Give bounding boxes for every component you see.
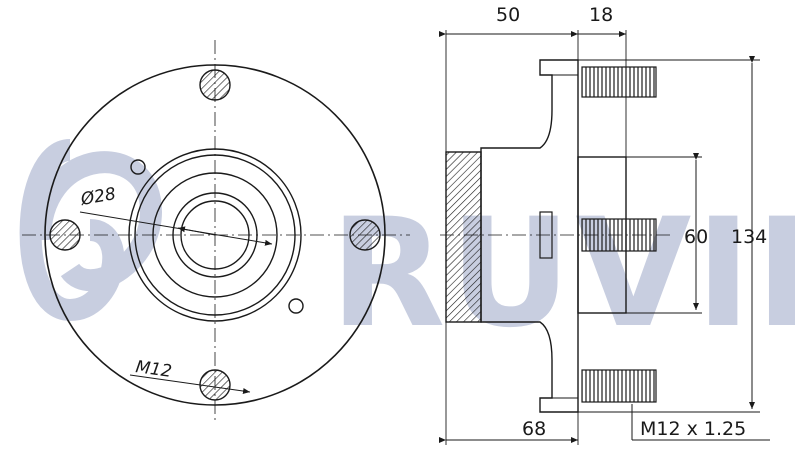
stud-hole-bottom [199,369,231,401]
stud-hole-right [349,219,381,251]
stud-top [581,66,657,98]
diameter-label: Ø28 [78,184,117,210]
brand-watermark: RUVILLE [330,187,795,361]
diameter-arrow-inner [177,226,216,236]
stud-hole-top [199,69,231,101]
hub-ring-3 [152,172,278,298]
thread-spec-label: M12 x 1.25 [640,418,746,440]
small-hole-1 [130,159,146,175]
stud-middle [581,218,657,252]
small-hole-2 [288,298,304,314]
front-view [22,40,410,420]
side-view [439,30,770,445]
dim-18-label: 18 [589,4,613,26]
dim-134-label: 134 [731,226,767,248]
flange-window [539,211,553,259]
m12-leader [129,374,251,394]
hub-ring-2 [134,154,296,316]
dim-60-label: 60 [684,226,708,248]
flange-outer-circle [44,64,386,406]
logo-emblem-icon [19,139,162,322]
ruville-logo-watermark: RUVILLE [19,139,795,361]
hub-bore [180,200,250,270]
stud-bottom [581,369,657,403]
hub-ring-outer [128,148,302,322]
dim-68-label: 68 [522,418,546,440]
bolt-thread-label: M12 [134,357,173,382]
diameter-leader [79,211,273,246]
dim-50-label: 50 [496,4,520,26]
hub-ring-4 [172,192,258,278]
hub-cap [445,151,482,323]
stud-hole-left [49,219,81,251]
